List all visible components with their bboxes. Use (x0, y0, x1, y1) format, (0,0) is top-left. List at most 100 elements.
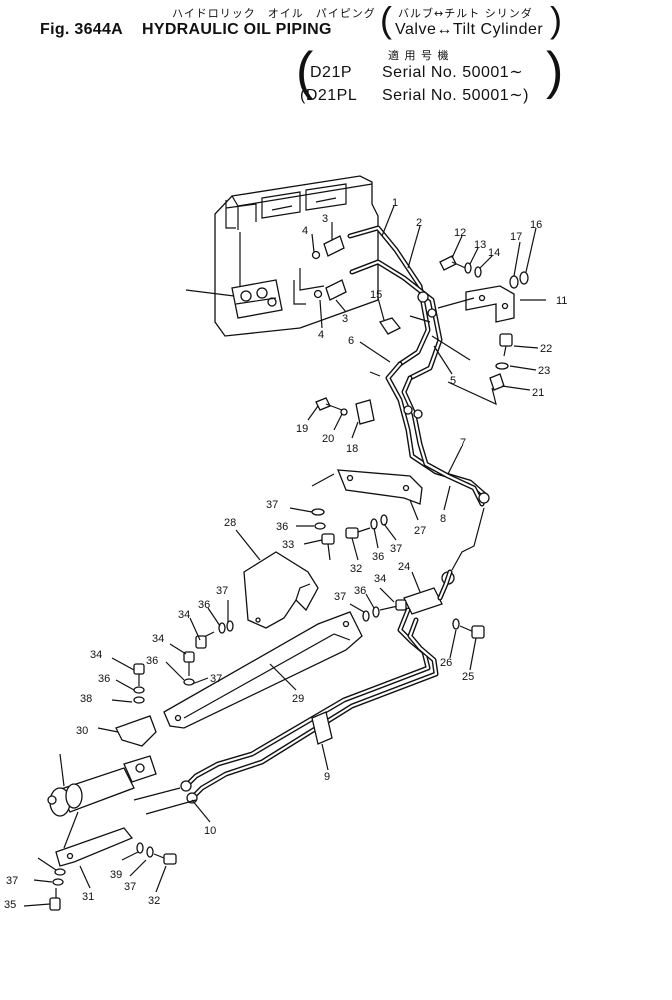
bolt-35 (49, 868, 66, 911)
bracket-18 (315, 397, 375, 425)
models-close-paren: ) (546, 42, 564, 100)
bolt-32-lower (136, 842, 177, 865)
callout-24: 24 (398, 561, 410, 573)
callout-3a: 3 (322, 213, 328, 225)
callout-37d: 37 (216, 585, 228, 597)
callout-12: 12 (454, 227, 466, 239)
callout-20: 20 (322, 433, 334, 445)
callout-14: 14 (488, 247, 500, 259)
callout-34d: 34 (374, 573, 386, 585)
callout-37g: 39 (110, 869, 122, 881)
bracket-30 (115, 715, 157, 747)
bolt-22 (489, 333, 513, 391)
guard-28 (243, 551, 319, 629)
callout-28: 28 (224, 517, 236, 529)
callout-34a: 34 (178, 609, 190, 621)
callout-29: 29 (292, 693, 304, 705)
callout-25: 25 (462, 671, 474, 683)
bolt-33 (311, 508, 335, 561)
serial-d21pl-close-paren: ) (523, 87, 529, 104)
applicability-label: 適 用 号 機 (388, 49, 450, 62)
callout-23: 23 (538, 365, 550, 377)
subtitle-close-paren: ) (550, 0, 562, 40)
model-d21p: D21P (310, 64, 353, 81)
bracket-27 (337, 469, 423, 505)
callout-37b: 37 (390, 543, 402, 555)
bolt-12 (439, 255, 529, 289)
bolt-32-upper (345, 514, 388, 539)
bracket-31 (55, 827, 134, 867)
tube-pair-lower (180, 607, 439, 804)
callout-36f: 36 (354, 585, 366, 597)
tilt-cylinder-39 (47, 755, 157, 817)
elbow-fitting-upper (311, 235, 345, 260)
bolt-34-lower (183, 651, 195, 686)
tube-pair-middle (385, 361, 490, 507)
callout-19: 19 (296, 423, 308, 435)
bolt-34-right (362, 599, 407, 622)
callout-4a: 4 (302, 225, 308, 237)
bracket-11 (465, 285, 515, 323)
callout-36c: 36 (98, 673, 110, 685)
bolt-34-left (133, 663, 145, 704)
callout-17: 17 (510, 231, 522, 243)
callout-11: 11 (556, 295, 567, 307)
callout-2: 2 (416, 217, 422, 229)
callout-32b: 32 (148, 895, 160, 907)
subtitle-japanese: バルブ↔チルト シリンダ (398, 7, 533, 20)
serial-d21pl: Serial No. 50001∼) (382, 88, 529, 104)
callout-36e: 36 (372, 551, 384, 563)
callout-8: 8 (440, 513, 446, 525)
callout-34b: 34 (152, 633, 164, 645)
callout-labels: 1 2 3 3 4 4 5 6 7 8 9 10 11 12 13 14 15 … (4, 197, 567, 911)
callout-37e: 37 (210, 673, 222, 685)
callout-5: 5 (450, 375, 456, 387)
bolt-34-mid (195, 620, 234, 649)
callout-33: 33 (282, 539, 294, 551)
callout-21: 21 (532, 387, 544, 399)
callout-36a: 36 (198, 599, 210, 611)
models-open-paren: ( (296, 42, 314, 100)
callout-9: 9 (324, 771, 330, 783)
callout-22: 22 (540, 343, 552, 355)
callout-30: 30 (76, 725, 88, 737)
model-d21pl: (D21PL (300, 88, 357, 104)
callout-37c: 37 (334, 591, 346, 603)
callout-1: 1 (392, 197, 398, 209)
figure-number: Fig. 3644A (40, 21, 124, 38)
control-valve (231, 279, 283, 319)
model-d21pl-text: D21PL (305, 87, 358, 104)
frame-29 (163, 611, 363, 729)
callout-15: 15 (370, 289, 382, 301)
serial-d21p: Serial No. 50001∼ (382, 64, 524, 81)
callout-27: 27 (414, 525, 426, 537)
tube-pair-upper (347, 225, 443, 381)
callout-32a: 32 (350, 563, 362, 575)
elbow-fitting-lower (313, 279, 347, 301)
callout-3b: 3 (342, 313, 348, 325)
serial-d21pl-text: Serial No. 50001∼ (382, 87, 524, 104)
callout-37f: 38 (80, 693, 92, 705)
hose-joint-24 (403, 569, 455, 615)
callout-10: 10 (204, 825, 216, 837)
callout-31: 31 (82, 891, 94, 903)
callout-36h: 37 (6, 875, 18, 887)
callout-13: 13 (474, 239, 486, 251)
model-d21pl-open-paren: ( (300, 87, 306, 104)
callout-34c: 34 (90, 649, 102, 661)
title-japanese: ハイドロリック オイル パイピング (172, 7, 376, 20)
callout-4b: 4 (318, 329, 324, 341)
callout-18: 18 (346, 443, 358, 455)
subtitle-english: Valve↔Tilt Cylinder (395, 21, 544, 38)
clamp-9 (311, 711, 333, 745)
callout-6: 6 (348, 335, 354, 347)
subtitle-open-paren: ( (380, 0, 392, 40)
callout-36d: 36 (276, 521, 288, 533)
callout-26: 26 (440, 657, 452, 669)
leader-lines (23, 205, 546, 907)
clamp-15 (378, 317, 402, 335)
callout-36b: 36 (146, 655, 158, 667)
callout-36g: 37 (124, 881, 136, 893)
callout-7: 7 (460, 437, 466, 449)
